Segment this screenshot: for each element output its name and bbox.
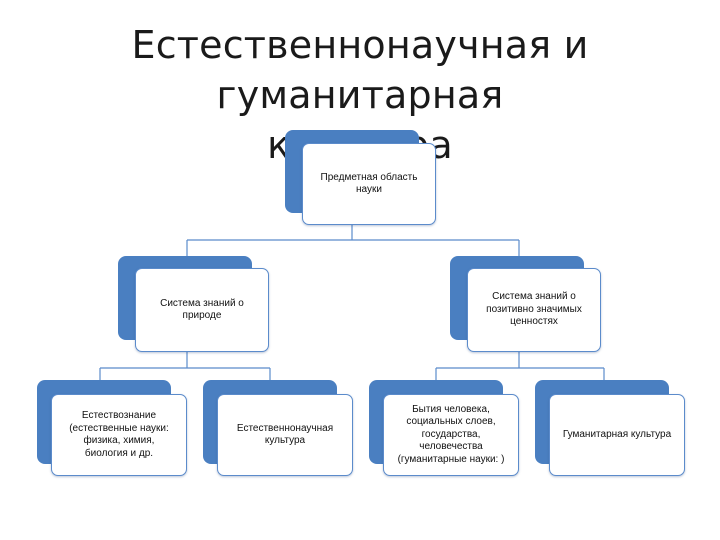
node-text-line: Бытия человека,: [412, 403, 490, 415]
title-line-1: Естественнонаучная и гуманитарная: [131, 23, 589, 117]
node-front: Система знаний о позитивно значимых ценн…: [467, 268, 601, 352]
node-humanitarian-culture: Гуманитарная культура: [535, 380, 687, 478]
node-text-line: ценностях: [510, 316, 558, 328]
node-text-line: Естествознание: [81, 410, 157, 421]
node-front: Естествознание (естественные науки: физи…: [51, 394, 187, 476]
node-front: Бытия человека, социальных слоев, госуда…: [383, 394, 519, 476]
node-text-line: позитивно значимых: [486, 303, 582, 315]
node-subject-area-of-science: Предметная область науки: [285, 130, 437, 226]
node-front: Гуманитарная культура: [549, 394, 685, 476]
node-front: Естественнонаучная культура: [217, 394, 353, 476]
node-knowledge-about-nature: Система знаний о природе: [118, 256, 270, 354]
node-text-line: Система знаний о: [160, 297, 244, 309]
node-text-line: (гуманитарные науки: ): [397, 453, 505, 465]
node-text-line: физика, химия,: [83, 435, 155, 446]
node-front: Система знаний о природе: [135, 268, 269, 352]
page-title: Естественнонаучная и гуманитарная культу…: [20, 20, 700, 170]
node-text-line: социальных слоев,: [406, 416, 496, 428]
node-natural-science-culture: Естественнонаучная культура: [203, 380, 355, 478]
node-text-line: Естественнонаучная: [236, 422, 334, 434]
node-front: Предметная область науки: [302, 143, 436, 225]
node-text-line: государства,: [421, 428, 481, 440]
node-text-line: Предметная область: [320, 171, 418, 183]
node-text-line: человечества: [419, 441, 483, 453]
node-text-line: Гуманитарная культура: [562, 428, 672, 440]
node-text-line: культура: [264, 435, 306, 446]
node-text-line: Система знаний о: [492, 291, 576, 303]
node-text-line: науки: [356, 184, 382, 195]
node-text-line: (естественные науки:: [69, 422, 169, 434]
node-humanities: Бытия человека, социальных слоев, госуда…: [369, 380, 521, 478]
node-knowledge-about-values: Система знаний о позитивно значимых ценн…: [450, 256, 602, 354]
node-natural-science: Естествознание (естественные науки: физи…: [37, 380, 189, 478]
node-text-line: природе: [182, 310, 222, 321]
node-text-line: биология и др.: [84, 447, 154, 459]
